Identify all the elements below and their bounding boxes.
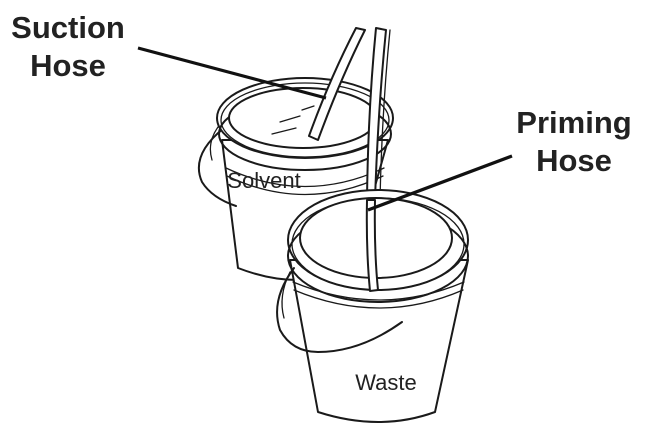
suction-hose bbox=[308, 27, 366, 141]
priming-hose-outline bbox=[379, 29, 391, 201]
waste-bucket-handle bbox=[276, 267, 403, 353]
waste-bucket-body bbox=[289, 259, 469, 423]
priming-hose-inside bbox=[365, 199, 379, 292]
waste-bucket-ring-lower-2 bbox=[293, 289, 464, 309]
suction-hose-callout: Suction Hose bbox=[11, 10, 125, 83]
priming-hose-callout: Priming Hose bbox=[516, 105, 631, 178]
solvent-bucket-ring-lower-2 bbox=[226, 175, 384, 196]
solvent-bucket-label: Solvent bbox=[227, 168, 300, 193]
solvent-bucket-liquid-surface bbox=[228, 87, 378, 149]
solvent-bucket-handle bbox=[197, 127, 237, 207]
solvent-ripple-1 bbox=[279, 115, 301, 123]
suction-hose-label-line1: Suction bbox=[11, 10, 125, 45]
priming-hose-label-line1: Priming bbox=[516, 105, 631, 140]
solvent-bucket-ring-lower bbox=[225, 167, 385, 188]
priming-hose-leader bbox=[367, 154, 513, 212]
suction-hose-leader bbox=[137, 46, 327, 100]
waste-bucket-handle-inner bbox=[281, 271, 291, 319]
solvent-ripple-3 bbox=[301, 105, 315, 111]
waste-bucket-label: Waste bbox=[355, 370, 417, 395]
solvent-ripple-2 bbox=[271, 127, 297, 135]
priming-hose-label-line2: Hose bbox=[536, 143, 612, 178]
waste-bucket-ring-lower bbox=[292, 281, 465, 301]
solvent-bucket-rim-mid bbox=[220, 82, 390, 158]
solvent-bucket bbox=[197, 77, 394, 281]
waste-bucket bbox=[276, 189, 469, 423]
suction-hose-label-line2: Hose bbox=[30, 48, 106, 83]
